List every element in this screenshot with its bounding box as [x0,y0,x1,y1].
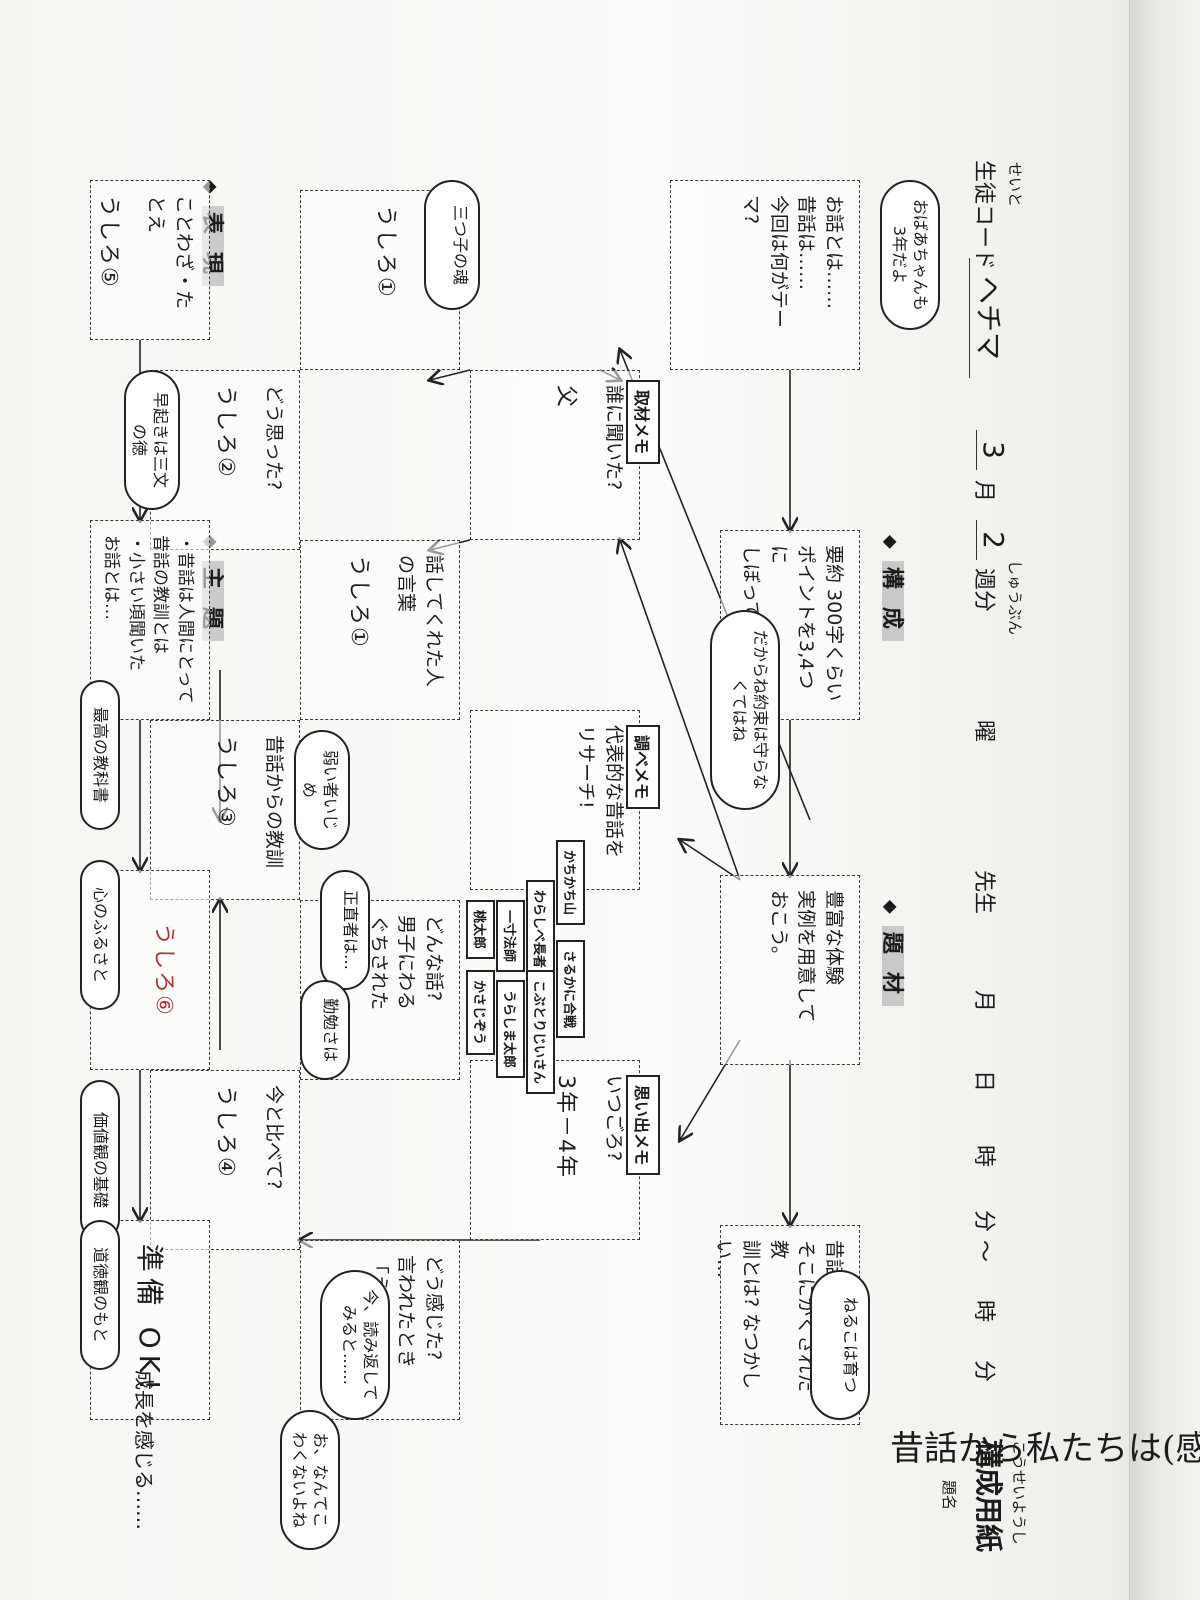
bubble-ima-yomikaeshi: 今、読み返してみると…… [320,1270,390,1420]
box-kiite-kureta: 話してくれた人の言葉 うしろ① [300,540,460,720]
bubble-shoujiki: 正直者は… [320,870,370,990]
handwritten-name: 成長を感じる…… [132,1370,156,1530]
bubble-kokoro: 心のふるさと [80,860,120,1010]
bubble-nekoku: ねるこは育つ [810,1270,870,1420]
tag-kasajizo: かさじぞう [466,970,495,1056]
bubble-dotoku: 道徳観のもと [80,1220,120,1370]
bubble-kachikan: 価値観の基礎 [80,1080,120,1240]
tag-urashima: うらしま太郎 [496,980,525,1079]
tag-kachikachi: かちかち山 [556,840,585,926]
tag-issun: 一寸法師 [496,900,525,973]
tag-omoide-memo: 思い出メモ [626,1075,660,1176]
bubble-hayaoki: 早起きは三文の徳 [124,370,180,510]
tag-saru: さるかに合戦 [556,940,585,1039]
bubble-rabbit: おばあちゃんも3年だよ [880,180,940,330]
composition-sheet: 生徒コード ヘチマ 3 月 2 週分 曜 先生 月 日 時 分 ～ 時 分 構成… [80,140,1200,1560]
box-intro: お話とは…… 昔話は…… 今回は何がテーマ? [670,180,860,370]
tag-momotarou: 桃太郎 [466,900,495,960]
bubble-kinben: 勤勉さは [300,980,350,1080]
box-itsugoro: いつごろ? 3年－4年 [470,1060,640,1240]
notebook-page-edge [1129,0,1200,1600]
bubble-bird: お、なんてこわくないよね [280,1410,340,1550]
box-hyougen: ことわざ・たとえ うしろ⑤ [90,180,210,340]
box-daizai: 豊富な体験 実例を用意して おこう。 [720,875,860,1065]
box-dare-ni-kiita: 誰に聞いた? 父 [470,370,640,540]
bubble-sanmi: 三つ子の魂 [424,180,480,310]
box-daihyouteki: 代表的な昔話を リサーチ! [470,710,640,890]
tag-warashibe: わらしべ長者 [526,880,555,979]
bubble-jakusha: 弱い者いじめ [294,730,350,850]
bubble-panda: だからね約束は守らなくてはね [710,610,780,810]
bubble-saikou: 最高の教科書 [80,680,120,830]
tag-shuzai-memo: 取材メモ [626,380,660,465]
tag-shirabe-memo: 調べメモ [626,725,660,810]
tag-kobutori: こぶとりじいさん [526,970,555,1095]
